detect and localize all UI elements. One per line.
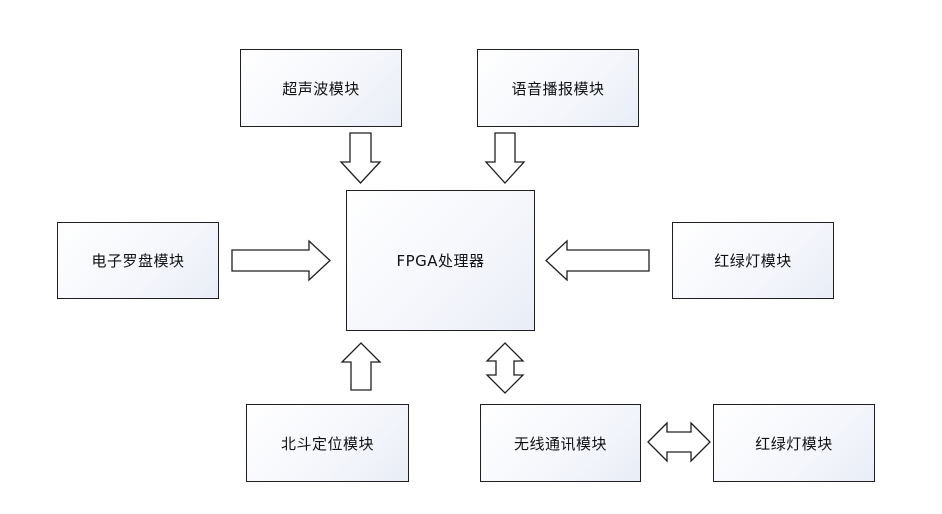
arrow-beidou-to-fpga: [340, 342, 382, 391]
traffic-light-module-label-2: 红绿灯模块: [755, 434, 833, 453]
voice-broadcast-module-block: 语音播报模块: [477, 49, 639, 127]
arrow-compass-to-fpga: [231, 239, 331, 282]
arrow-voice-to-fpga: [484, 132, 526, 184]
wireless-communication-module-label: 无线通讯模块: [513, 434, 607, 453]
voice-broadcast-module-label: 语音播报模块: [511, 79, 605, 98]
traffic-light-module-block-2: 红绿灯模块: [713, 404, 875, 482]
arrow-wireless-traffic-light-bidirectional: [647, 421, 711, 463]
electronic-compass-module-block: 电子罗盘模块: [57, 222, 219, 299]
beidou-positioning-module-label: 北斗定位模块: [280, 434, 374, 453]
fpga-processor-block: FPGA处理器: [346, 190, 535, 331]
ultrasonic-module-block: 超声波模块: [240, 49, 402, 127]
beidou-positioning-module-block: 北斗定位模块: [246, 404, 409, 482]
arrow-traffic-light-to-fpga: [545, 239, 650, 282]
arrow-fpga-wireless-bidirectional: [485, 342, 525, 394]
electronic-compass-module-label: 电子罗盘模块: [91, 252, 185, 270]
traffic-light-module-block-1: 红绿灯模块: [672, 222, 834, 299]
wireless-communication-module-block: 无线通讯模块: [480, 404, 641, 482]
traffic-light-module-label-1: 红绿灯模块: [714, 252, 792, 270]
fpga-processor-label: FPGA处理器: [396, 252, 485, 270]
arrow-ultrasonic-to-fpga: [339, 132, 382, 184]
ultrasonic-module-label: 超声波模块: [282, 79, 360, 98]
